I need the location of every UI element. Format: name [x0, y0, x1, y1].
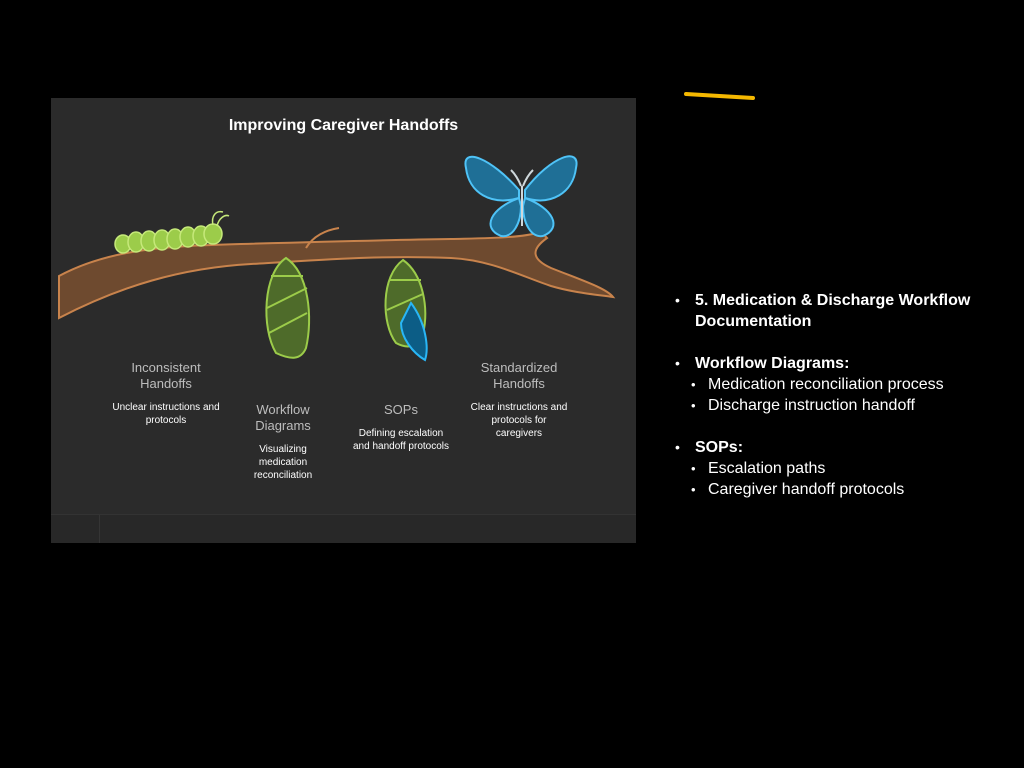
- panel-footer: [51, 514, 636, 543]
- spacer: [675, 332, 1010, 353]
- bullet-label: SOPs:: [695, 439, 744, 456]
- opening-chrysalis-icon: [384, 258, 428, 362]
- sub-bullet: Caregiver handoff protocols: [675, 479, 1010, 500]
- stage-heading: SOPs: [384, 402, 418, 417]
- sub-bullet: Medication reconciliation process: [675, 374, 1010, 395]
- butterfly-icon: [464, 155, 578, 238]
- bullet-sops: SOPs:: [675, 437, 1010, 458]
- sub-bullet: Escalation paths: [675, 458, 1010, 479]
- stage-heading: Workflow Diagrams: [255, 402, 311, 433]
- diagram-title: Improving Caregiver Handoffs: [228, 117, 459, 134]
- stage-description: Visualizing medication reconciliation: [253, 444, 313, 481]
- bullet-section-title: 5. Medication & Discharge Workflow Docum…: [675, 290, 1010, 332]
- bullet-workflow-diagrams: Workflow Diagrams:: [675, 353, 1010, 374]
- stage-description: Defining escalation and handoff protocol…: [353, 428, 450, 452]
- accent-stroke: [684, 92, 755, 100]
- stage-heading: Standardized Handoffs: [480, 360, 558, 391]
- bullet-label: 5. Medication & Discharge Workflow Docum…: [695, 292, 971, 330]
- chrysalis-icon: [265, 256, 311, 359]
- footer-divider: [99, 515, 100, 543]
- stage-sops: SOPs Defining escalation and handoff pro…: [353, 402, 449, 453]
- stage-standardized-handoffs: Standardized Handoffs Clear instructions…: [469, 360, 569, 440]
- stage-workflow-diagrams: Workflow Diagrams Visualizing medication…: [247, 402, 319, 482]
- branch-icon: [58, 230, 616, 320]
- diagram-art: [58, 155, 616, 362]
- bullet-label: Workflow Diagrams:: [695, 355, 850, 372]
- stage-heading: Inconsistent Handoffs: [131, 360, 201, 391]
- sub-bullet: Discharge instruction handoff: [675, 395, 1010, 416]
- stage-description: Unclear instructions and protocols: [112, 402, 220, 426]
- stage-description: Clear instructions and protocols for car…: [470, 402, 568, 439]
- caterpillar-icon: [114, 210, 230, 254]
- spacer: [675, 416, 1010, 437]
- diagram-panel: Improving Caregiver Handoffs Inconsisten…: [51, 98, 636, 543]
- stage-inconsistent-handoffs: Inconsistent Handoffs Unclear instructio…: [111, 360, 221, 427]
- bullet-list: 5. Medication & Discharge Workflow Docum…: [675, 290, 1010, 500]
